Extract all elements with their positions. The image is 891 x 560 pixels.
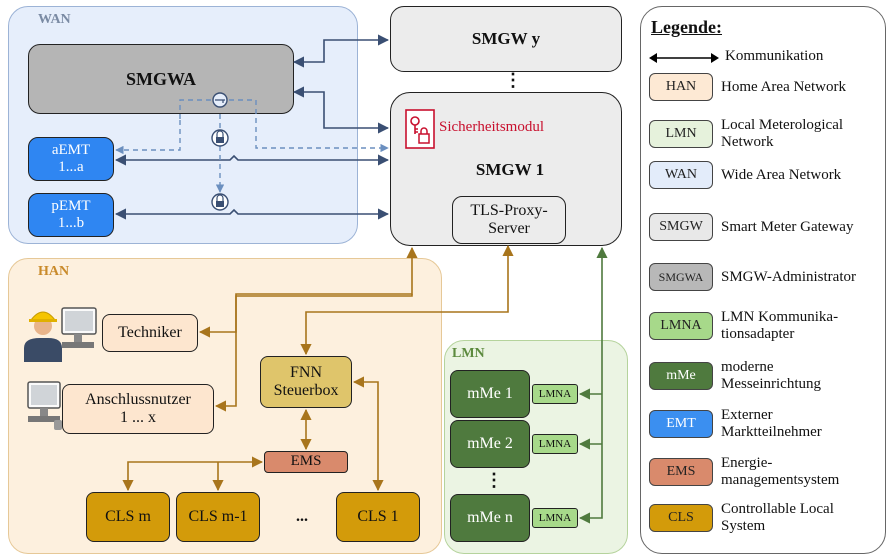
legend-swatch: LMNA <box>649 311 713 340</box>
legend-swatch: SMGWA <box>649 263 713 291</box>
aemt-label: aEMT 1...a <box>51 141 91 175</box>
lmna-1-box: LMNA <box>532 384 578 404</box>
legend-comm-label: Kommunikation <box>725 48 824 64</box>
legend-item-han: HAN Home Area Network <box>641 73 846 101</box>
legend-text: LMN Kommunika- tionsadapter <box>721 309 839 342</box>
legend-swatch: EMT <box>649 409 713 438</box>
legend-panel: Legende: Kommunikation HAN Home Area Netw… <box>640 6 886 554</box>
lmna-2-label: LMNA <box>538 437 572 450</box>
lock-icon-1 <box>211 129 229 147</box>
legend-swatch: SMGW <box>649 213 713 241</box>
computer-icon <box>24 380 64 432</box>
smgw-y-label: SMGW y <box>471 29 541 49</box>
smgw-y-box: SMGW y <box>390 6 622 72</box>
ems-label: EMS <box>290 453 322 470</box>
legend-text: Energie- managementsystem <box>721 455 840 488</box>
legend-text: Smart Meter Gateway <box>721 218 854 235</box>
smgw-1-label: SMGW 1 <box>475 160 545 179</box>
security-module-icon <box>405 109 435 149</box>
cls-m1-box: CLS m-1 <box>176 492 260 542</box>
smgw-vdots: ⋮ <box>504 70 522 90</box>
fnn-label: FNN Steuerbox <box>273 363 339 399</box>
smgwa-label: SMGWA <box>125 68 196 89</box>
legend-item-smgw: SMGW Smart Meter Gateway <box>641 213 853 241</box>
tls-proxy-box: TLS-Proxy-Server <box>452 196 566 244</box>
mme-1-box: mMe 1 <box>450 370 530 418</box>
techniker-label: Techniker <box>118 323 182 341</box>
legend-text: SMGW-Administrator <box>721 268 856 285</box>
smgwa-box: SMGWA <box>28 44 294 114</box>
legend-comm-arrow <box>649 51 719 65</box>
wan-links <box>114 34 390 220</box>
legend-text: moderne Messeinrichtung <box>721 359 821 392</box>
pemt-label: pEMT 1...b <box>51 197 91 231</box>
cls-1-box: CLS 1 <box>336 492 420 542</box>
legend-item-ems: EMS Energie- managementsystem <box>641 455 839 488</box>
legend-swatch: CLS <box>649 503 713 532</box>
mme-1-label: mMe 1 <box>467 384 513 402</box>
legend-swatch: mMe <box>649 361 713 390</box>
pemt-box: pEMT 1...b <box>28 193 114 237</box>
han-zone-label: HAN <box>38 264 70 279</box>
legend-text: Wide Area Network <box>721 166 842 183</box>
cls-1-label: CLS 1 <box>357 507 399 525</box>
lmna-2-box: LMNA <box>532 434 578 454</box>
legend-text: Home Area Network <box>721 78 846 95</box>
mme-2-label: mMe 2 <box>467 434 513 452</box>
lmn-links <box>578 246 608 524</box>
mme-2-box: mMe 2 <box>450 420 530 468</box>
mme-vdots: ⋮ <box>485 470 503 490</box>
lmna-n-box: LMNA <box>532 508 578 528</box>
wan-zone-label: WAN <box>38 12 71 27</box>
legend-text: Externer Marktteilnehmer <box>721 407 822 440</box>
legend-item-cls: CLS Controllable Local System <box>641 501 834 534</box>
mme-n-label: mMe n <box>467 508 513 526</box>
tls-proxy-label: TLS-Proxy-Server <box>470 201 548 237</box>
cls-m-box: CLS m <box>86 492 170 542</box>
legend-item-wan: WAN Wide Area Network <box>641 161 841 189</box>
lmna-1-label: LMNA <box>538 387 572 400</box>
han-links <box>122 244 514 492</box>
legend-text: Controllable Local System <box>721 501 834 534</box>
legend-text: Local Meterological Network <box>721 117 844 150</box>
legend-item-smgwa: SMGWA SMGW-Administrator <box>641 263 856 291</box>
anschlussnutzer-label: Anschlussnutzer 1 ... x <box>85 390 191 426</box>
legend-item-lmn: LMN Local Meterological Network <box>641 117 843 150</box>
cls-m-label: CLS m <box>105 507 151 525</box>
fnn-box: FNN Steuerbox <box>260 356 352 408</box>
legend-title: Legende: <box>651 17 722 37</box>
technician-icon <box>18 300 100 362</box>
legend-swatch: LMN <box>649 119 713 148</box>
admin-dashed-links <box>115 99 389 193</box>
aemt-box: aEMT 1...a <box>28 137 114 181</box>
legend-swatch: EMS <box>649 457 713 486</box>
lmna-n-label: LMNA <box>538 511 572 524</box>
security-module-label: Sicherheitsmodul <box>439 119 544 135</box>
lock-icon-2 <box>211 193 229 211</box>
legend-item-mme: mMe moderne Messeinrichtung <box>641 359 821 392</box>
legend-swatch: WAN <box>649 161 713 189</box>
legend-swatch: HAN <box>649 73 713 101</box>
cls-ellipsis: ... <box>296 508 308 525</box>
cls-m1-label: CLS m-1 <box>188 507 248 525</box>
anschlussnutzer-box: Anschlussnutzer 1 ... x <box>62 384 214 434</box>
legend-item-emt: EMT Externer Marktteilnehmer <box>641 407 822 440</box>
mme-n-box: mMe n <box>450 494 530 542</box>
ems-box: EMS <box>264 451 348 473</box>
legend-item-lmna: LMNA LMN Kommunika- tionsadapter <box>641 309 838 342</box>
techniker-box: Techniker <box>102 314 198 352</box>
